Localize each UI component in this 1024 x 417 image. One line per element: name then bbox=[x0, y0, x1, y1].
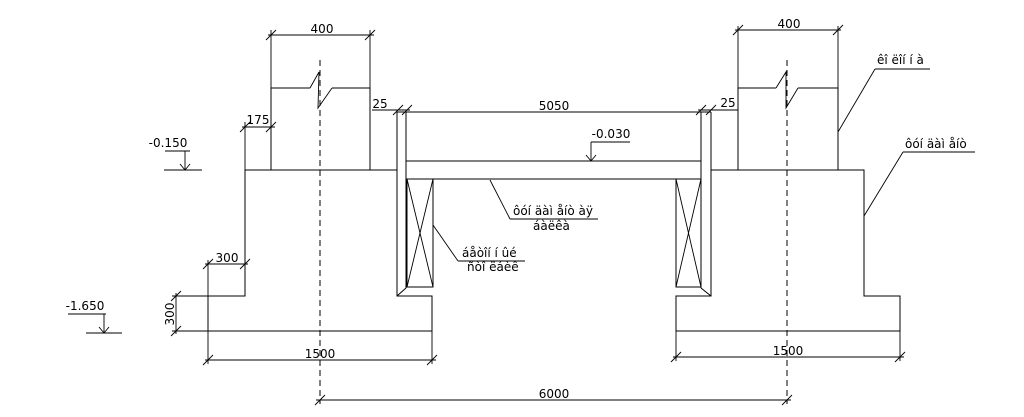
label-beam: ôóí äàì åíò àÿ áàëêà bbox=[489, 179, 598, 233]
dim-text: 175 bbox=[247, 113, 270, 127]
dim-5050: 5050 bbox=[539, 99, 570, 113]
level-mark-left-top: -0.150 bbox=[149, 136, 202, 171]
dim-1500-left: 1500 bbox=[202, 331, 438, 366]
level-text: -0.150 bbox=[149, 136, 188, 150]
dim-25-right: 25 bbox=[695, 96, 738, 116]
dim-25-left: 25 bbox=[372, 97, 413, 116]
foundation-label: ôóí äàì åíò bbox=[905, 137, 967, 151]
dim-1500-right: 1500 bbox=[670, 331, 906, 363]
beam-label-line1: ôóí äàì åíò àÿ bbox=[513, 204, 593, 218]
level-mark-slab: -0.030 bbox=[585, 127, 631, 162]
dim-right-400: 400 bbox=[732, 17, 844, 88]
dim-6000: 6000 bbox=[314, 387, 793, 406]
dim-300-v: 300 bbox=[163, 290, 208, 337]
label-column: êî ëîí í à bbox=[837, 53, 930, 133]
column-label: êî ëîí í à bbox=[877, 53, 924, 67]
block-label-line1: áåòîí í ûé bbox=[462, 246, 517, 260]
beam-label-line2: áàëêà bbox=[533, 219, 570, 233]
dim-left-400: 400 bbox=[265, 22, 376, 88]
dim-text: 300 bbox=[216, 251, 239, 265]
level-text: -0.030 bbox=[592, 127, 631, 141]
dim-text: 25 bbox=[720, 96, 735, 110]
dim-175: 175 bbox=[239, 113, 277, 170]
dim-text: 400 bbox=[311, 22, 334, 36]
dim-text: 400 bbox=[778, 17, 801, 31]
dim-text: 25 bbox=[372, 97, 387, 111]
label-block: áåòîí í ûé ñòî ëáèê bbox=[432, 224, 525, 274]
dim-text: 1500 bbox=[305, 347, 336, 361]
block-label-line2: ñòî ëáèê bbox=[467, 260, 519, 274]
label-foundation: ôóí äàì åíò bbox=[863, 137, 975, 217]
dim-300-h: 300 bbox=[202, 251, 251, 296]
dim-text: 6000 bbox=[539, 387, 570, 401]
level-mark-left-bottom: -1.650 bbox=[66, 299, 122, 334]
dim-text: 5050 bbox=[539, 99, 570, 113]
level-text: -1.650 bbox=[66, 299, 105, 313]
dim-text: 1500 bbox=[773, 344, 804, 358]
dim-text: 300 bbox=[163, 303, 177, 326]
slab-beam bbox=[396, 111, 712, 297]
